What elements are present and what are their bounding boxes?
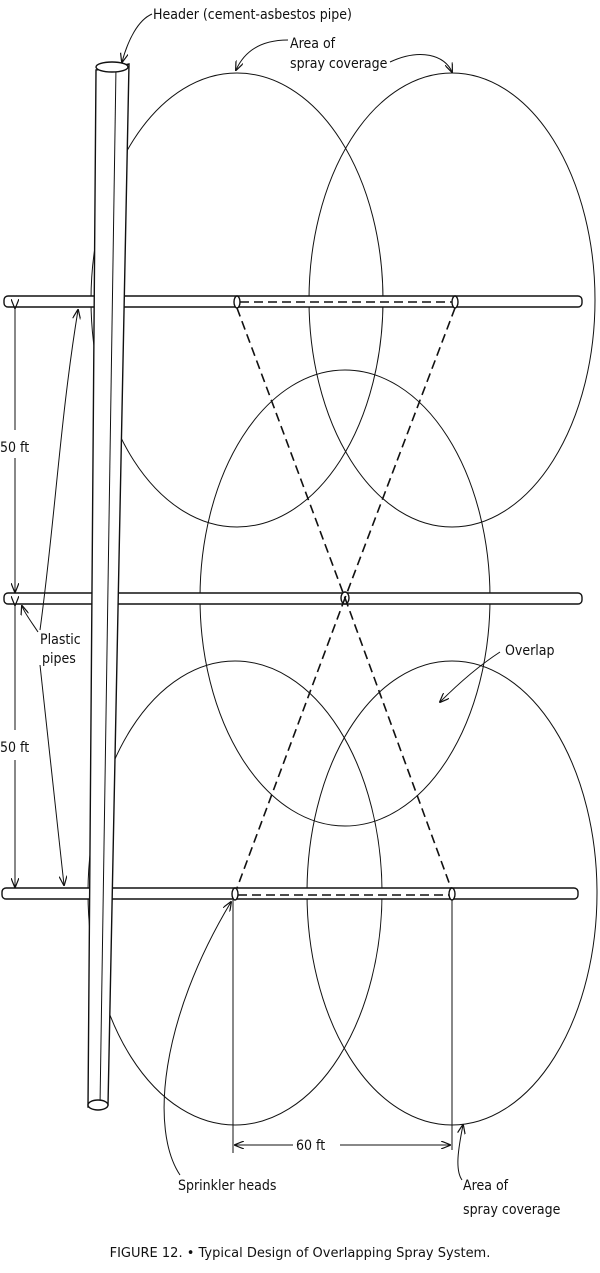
spacing-label-1: 50 ft (0, 440, 29, 456)
coverage-bottom-label-2: spray coverage (463, 1202, 561, 1218)
header-pipe (87, 61, 130, 1111)
coverage-top-leader-right (389, 54, 452, 72)
dashed-layout-lines (236, 301, 456, 896)
plastic-pipes-leaders (22, 310, 78, 885)
figure-caption: FIGURE 12. • Typical Design of Overlappi… (110, 1246, 491, 1261)
sprinkler-heads-leader (163, 902, 231, 1176)
plastic-pipes-label-1: Plastic (40, 632, 81, 648)
plastic-pipes-label-2: pipes (42, 651, 76, 667)
overlap-label: Overlap (505, 643, 555, 659)
sprinkler-heads-label: Sprinkler heads (178, 1178, 276, 1194)
sprinkler-heads (231, 295, 459, 901)
coverage-top-label-1: Area of (290, 36, 336, 52)
plastic-pipe-middle (3, 592, 583, 605)
overlap-leader (440, 651, 501, 702)
head-spacing-label: 60 ft (296, 1138, 325, 1154)
coverage-bottom-label-1: Area of (463, 1178, 509, 1194)
head-spacing-dimension (232, 900, 453, 1153)
coverage-bottom-leader (458, 1125, 463, 1181)
coverage-top-label-2: spray coverage (290, 56, 388, 72)
header-label: Header (cement-asbestos pipe) (153, 7, 352, 23)
header-leader (122, 13, 153, 62)
coverage-top-leader-left (236, 39, 289, 70)
spacing-label-2: 50 ft (0, 740, 29, 756)
plastic-pipe-bottom (1, 887, 579, 900)
plastic-pipe-top (3, 295, 583, 308)
